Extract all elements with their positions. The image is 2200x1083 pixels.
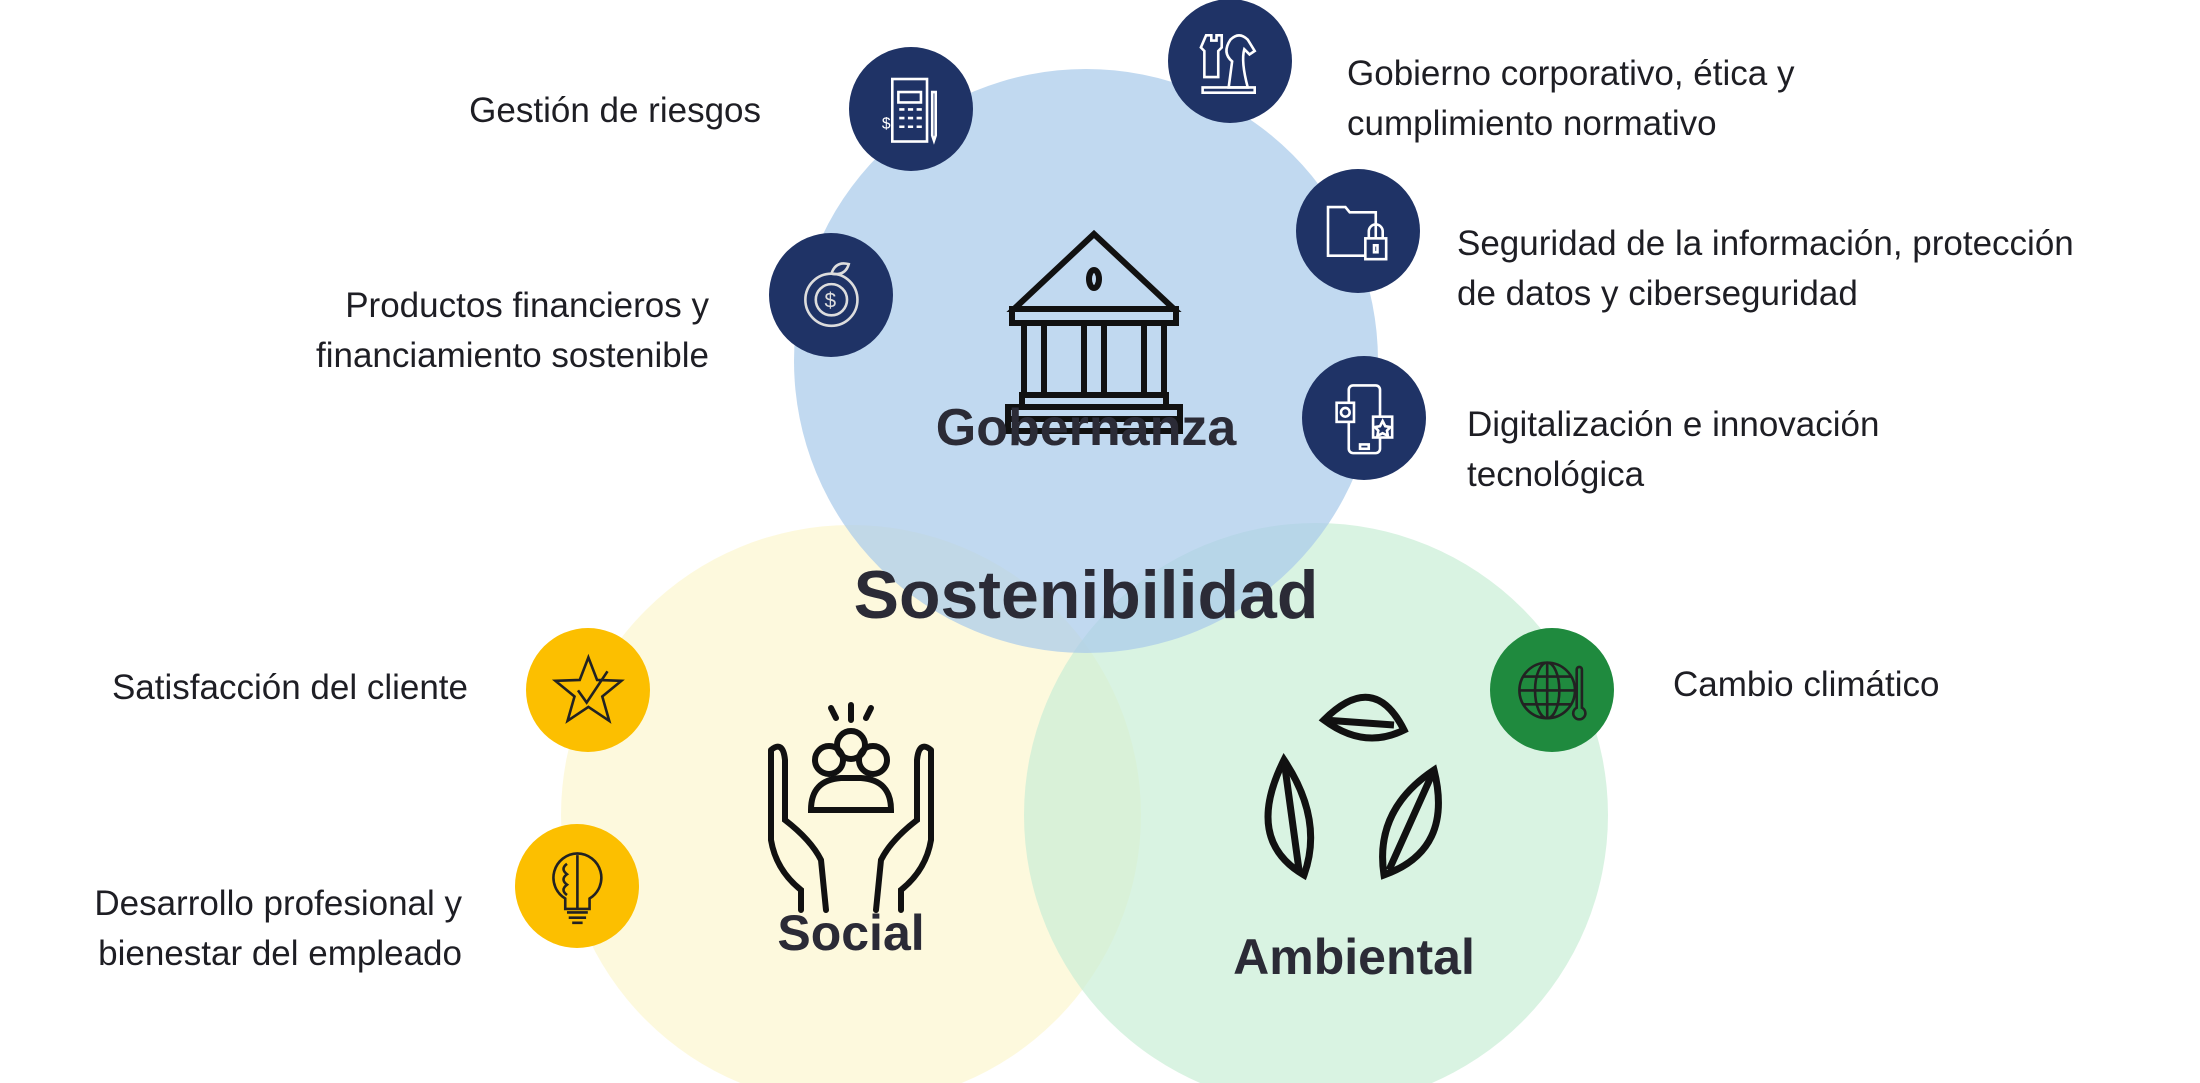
recycle-leaves-icon	[1264, 693, 1442, 881]
climate-text: Cambio climático	[1673, 665, 1940, 704]
products-line-1: Productos financieros y	[345, 286, 709, 325]
customer-text: Satisfacción del cliente	[111, 668, 468, 707]
digitalization-label: Digitalización e innovación tecnológica	[1467, 400, 1879, 500]
governance-label: Gobernanza	[935, 399, 1237, 457]
financial-products-label: Productos financieros y financiamiento so…	[316, 281, 709, 381]
security-line-2: de datos y ciberseguridad	[1457, 274, 1858, 313]
corporate-line-2: cumplimiento normativo	[1347, 104, 1717, 143]
employee-line-1: Desarrollo profesional y	[94, 884, 462, 923]
environmental-circle	[1024, 523, 1608, 1083]
products-line-2: financiamiento sostenible	[315, 336, 709, 375]
globe-thermometer-icon	[1490, 628, 1614, 752]
svg-text:$: $	[881, 115, 890, 132]
corporate-line-1: Gobierno corporativo, ética y	[1347, 54, 1795, 93]
svg-text:$: $	[824, 289, 836, 312]
employee-line-2: bienestar del empleado	[98, 934, 462, 973]
smartphone-settings-icon	[1302, 356, 1426, 480]
digital-line-2: tecnológica	[1467, 455, 1645, 494]
information-security-label: Seguridad de la información, protección d…	[1457, 219, 2074, 319]
money-bag-icon: $	[769, 233, 893, 357]
climate-change-label: Cambio climático	[1673, 660, 1939, 710]
star-check-icon	[526, 628, 650, 752]
security-line-1: Seguridad de la información, protección	[1457, 224, 2074, 263]
environmental-label: Ambiental	[1233, 929, 1475, 985]
social-label: Social	[777, 905, 925, 961]
risk-text: Gestión de riesgos	[469, 91, 761, 130]
social-circle	[561, 525, 1141, 1083]
risk-management-label: Gestión de riesgos	[469, 86, 761, 136]
folder-lock-icon	[1296, 169, 1420, 293]
bank-icon	[1005, 229, 1183, 434]
customer-satisfaction-label: Satisfacción del cliente	[112, 663, 468, 713]
brain-lightbulb-icon	[515, 824, 639, 948]
digital-line-1: Digitalización e innovación	[1467, 405, 1880, 444]
corporate-governance-label: Gobierno corporativo, ética y cumplimient…	[1347, 49, 1794, 149]
employee-development-label: Desarrollo profesional y bienestar del em…	[94, 879, 462, 979]
hands-people-icon	[768, 702, 934, 913]
chess-pieces-icon	[1168, 0, 1292, 123]
calculator-icon: $	[849, 47, 973, 171]
sustainability-title: Sostenibilidad	[853, 557, 1319, 633]
